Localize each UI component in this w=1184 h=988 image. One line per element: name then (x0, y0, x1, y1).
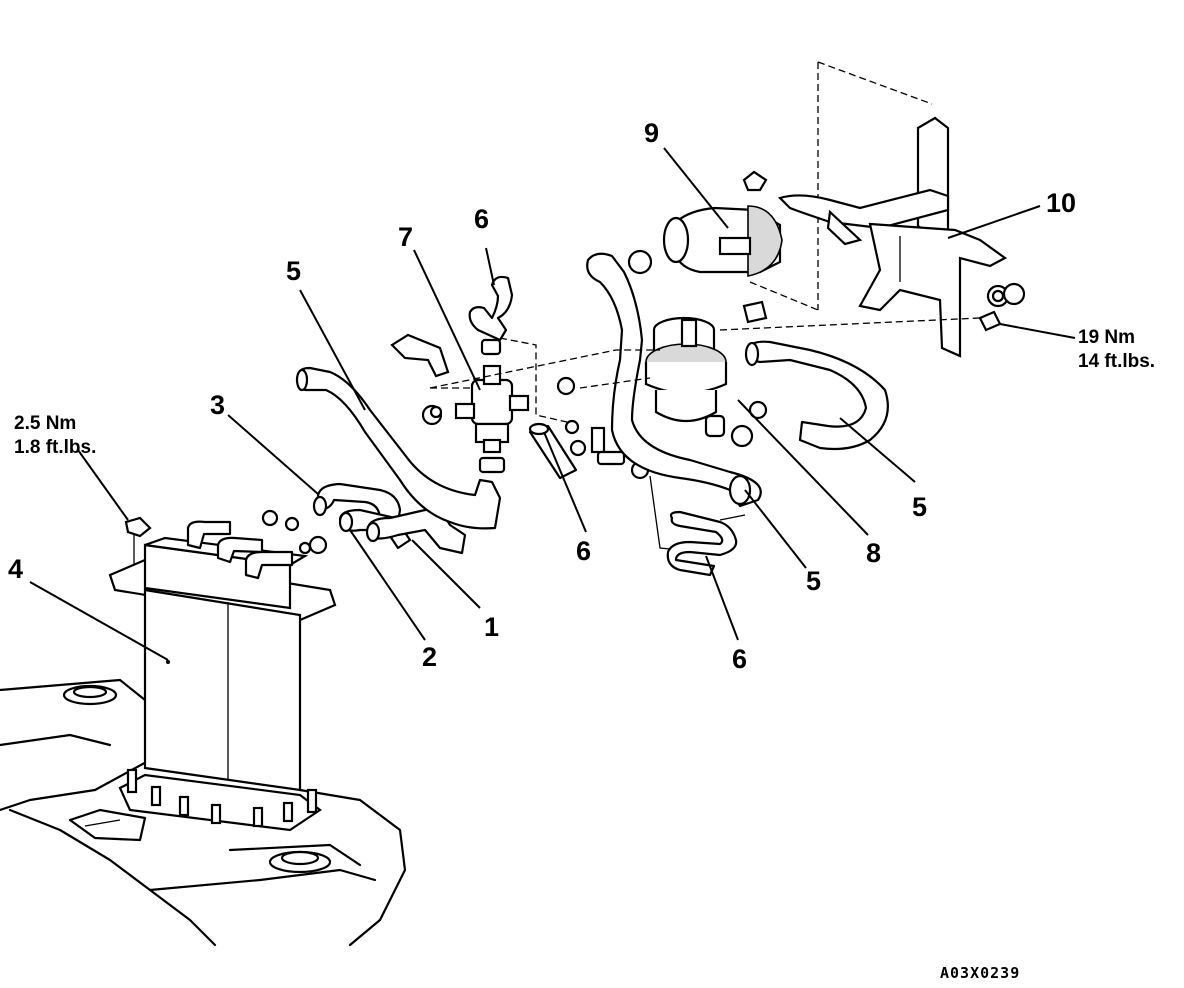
callout-1: 1 (484, 612, 500, 642)
floor-arrow-mark (68, 808, 147, 842)
purge-valve (430, 338, 530, 474)
filter-nut (742, 170, 768, 192)
clamp-8a (730, 424, 754, 448)
callout-10: 10 (1046, 188, 1077, 218)
callout-5-right: 5 (912, 492, 928, 522)
callout-6-upper: 6 (474, 204, 490, 234)
hose-5-left (295, 366, 502, 530)
valve-bracket (390, 333, 450, 426)
canister-base-bolts (126, 768, 318, 828)
mounting-bracket (719, 61, 1076, 358)
hose-6-upper (468, 275, 581, 426)
torque-spec-bracket-nm: 19 Nm (1078, 327, 1136, 348)
floor-panel (0, 678, 407, 947)
torque-spec-canister-nm: 2.5 Nm (14, 413, 77, 434)
callout-4: 4 (8, 554, 24, 584)
leader-10 (947, 205, 1041, 239)
leader-4 (29, 581, 169, 661)
hose-clamps-cluster (261, 509, 328, 555)
torque-spec-bracket: 19 Nm 14 ft.lbs. (1078, 326, 1155, 374)
callout-2: 2 (422, 642, 438, 672)
vapor-valve (429, 316, 768, 448)
leader-6b (543, 431, 587, 533)
leader-5a (299, 289, 366, 411)
canister (77, 449, 337, 832)
callout-8: 8 (866, 538, 882, 568)
air-filter (627, 170, 783, 324)
hoses-1-2-3 (261, 482, 467, 555)
leader-6a (485, 247, 495, 286)
hose-5-right (744, 340, 889, 451)
callout-6-lower: 6 (732, 644, 748, 674)
torque-spec-canister: 2.5 Nm 1.8 ft.lbs. (14, 412, 96, 460)
leader-8 (737, 399, 869, 536)
leader-9 (663, 147, 729, 229)
filter-connector (742, 300, 768, 324)
torque-spec-bracket-ftlbs: 14 ft.lbs. (1078, 350, 1156, 372)
hose-5-center (586, 252, 762, 508)
callout-5-center: 5 (806, 566, 822, 596)
clamp-9 (627, 249, 653, 275)
leader-6c (705, 555, 739, 641)
leader-1 (411, 539, 481, 609)
torque-spec-canister-ftlbs: 1.8 ft.lbs. (14, 436, 97, 458)
leader-5b (744, 489, 807, 569)
leader-7 (413, 249, 481, 391)
leader-lines (29, 147, 1041, 661)
figure-id: A03X0239 (940, 964, 1021, 982)
hose-6-lower (666, 510, 746, 577)
callout-6-middle: 6 (576, 536, 592, 566)
callout-5-left: 5 (286, 256, 302, 286)
leader-2 (349, 529, 426, 641)
callout-3: 3 (210, 390, 226, 420)
clamp-center (556, 376, 576, 396)
callout-9: 9 (644, 118, 660, 148)
bracket-bolt (978, 310, 1002, 332)
callout-7: 7 (398, 222, 414, 252)
clamp-8b (748, 400, 768, 420)
leader-5c (839, 417, 916, 483)
hose-6-middle (528, 419, 681, 551)
canister-mount-nut (124, 516, 152, 538)
leader-3 (227, 414, 319, 495)
